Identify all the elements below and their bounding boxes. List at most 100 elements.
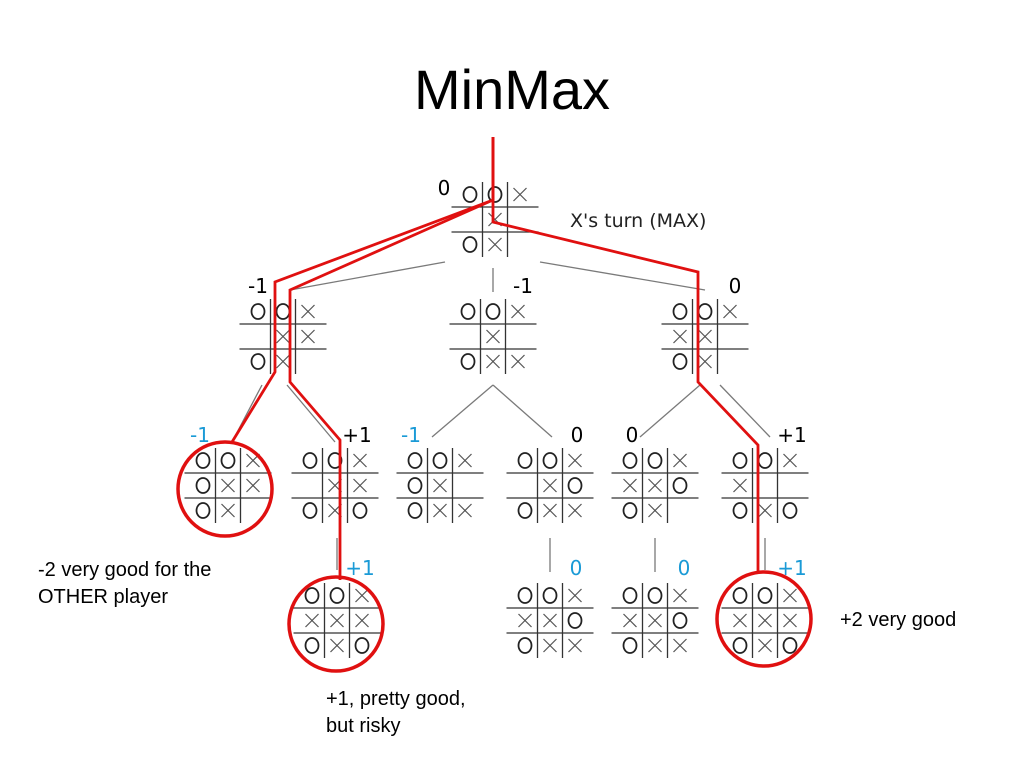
- o-mark: [250, 303, 266, 320]
- o-mark: [304, 637, 320, 654]
- o-mark: [517, 502, 533, 519]
- level3-value: 0: [678, 556, 691, 580]
- o-mark: [407, 502, 423, 519]
- o-mark: [782, 502, 798, 519]
- level3-board: [611, 583, 699, 658]
- x-mark: [511, 304, 525, 319]
- tree-edge: [286, 384, 336, 443]
- level1-value: 0: [729, 274, 742, 298]
- o-mark: [487, 186, 503, 203]
- root-value: 0: [438, 176, 451, 200]
- o-mark: [567, 477, 583, 494]
- x-mark: [623, 478, 637, 493]
- o-mark: [485, 303, 501, 320]
- o-mark: [460, 353, 476, 370]
- o-mark: [567, 612, 583, 629]
- root-board: [451, 182, 539, 257]
- x-mark: [513, 187, 527, 202]
- o-mark: [462, 186, 478, 203]
- x-mark: [543, 613, 557, 628]
- x-mark: [568, 588, 582, 603]
- x-mark: [276, 329, 290, 344]
- o-mark: [352, 502, 368, 519]
- o-mark: [647, 452, 663, 469]
- level2-value: +1: [342, 423, 371, 447]
- o-mark: [407, 477, 423, 494]
- x-mark: [488, 212, 502, 227]
- o-mark: [460, 303, 476, 320]
- o-mark: [195, 502, 211, 519]
- highlight-circle-left: [176, 440, 274, 538]
- o-mark: [542, 452, 558, 469]
- level1-board: [239, 299, 327, 374]
- level1-board: [661, 299, 749, 374]
- x-mark: [733, 478, 747, 493]
- x-mark: [723, 304, 737, 319]
- o-mark: [275, 303, 291, 320]
- level3-value: +1: [345, 556, 374, 580]
- x-mark: [543, 478, 557, 493]
- o-mark: [302, 502, 318, 519]
- highlight-circle-right: [715, 570, 813, 668]
- x-mark: [623, 613, 637, 628]
- tree-edge: [431, 384, 494, 438]
- level2-board: [611, 448, 699, 523]
- x-mark: [543, 638, 557, 653]
- level2-board: [396, 448, 484, 523]
- level2-board: [184, 448, 272, 523]
- o-mark: [622, 587, 638, 604]
- x-mark: [221, 503, 235, 518]
- o-mark: [220, 452, 236, 469]
- x-mark: [783, 588, 797, 603]
- annotation-middle: +1, pretty good, but risky: [326, 686, 466, 740]
- level1-value: -1: [513, 274, 533, 298]
- level1-value: -1: [248, 274, 268, 298]
- o-mark: [672, 612, 688, 629]
- o-mark: [195, 452, 211, 469]
- o-mark: [354, 637, 370, 654]
- x-mark: [330, 638, 344, 653]
- x-mark: [301, 329, 315, 344]
- o-mark: [647, 587, 663, 604]
- annotation-middle-line2: but risky: [326, 715, 401, 737]
- o-mark: [517, 637, 533, 654]
- x-mark: [758, 503, 772, 518]
- x-mark: [221, 478, 235, 493]
- o-mark: [672, 477, 688, 494]
- highlight-path-left: [230, 137, 495, 443]
- o-mark: [672, 303, 688, 320]
- tree-edge: [719, 384, 771, 438]
- o-mark: [732, 452, 748, 469]
- level2-value: -1: [190, 423, 210, 447]
- o-mark: [757, 452, 773, 469]
- x-mark: [698, 354, 712, 369]
- annotation-left: -2 very good for the OTHER player: [38, 557, 211, 611]
- x-mark: [568, 638, 582, 653]
- o-mark: [462, 236, 478, 253]
- x-mark: [568, 503, 582, 518]
- x-mark: [648, 638, 662, 653]
- level2-value: +1: [777, 423, 806, 447]
- x-mark: [758, 613, 772, 628]
- x-mark: [733, 613, 747, 628]
- x-mark: [673, 329, 687, 344]
- o-mark: [327, 452, 343, 469]
- o-mark: [517, 587, 533, 604]
- o-mark: [697, 303, 713, 320]
- x-mark: [330, 613, 344, 628]
- o-mark: [304, 587, 320, 604]
- tree-edge: [289, 261, 446, 291]
- x-mark: [276, 354, 290, 369]
- level2-board: [721, 448, 809, 523]
- o-mark: [672, 353, 688, 370]
- annotation-left-line1: -2 very good for the: [38, 559, 212, 581]
- x-mark: [353, 453, 367, 468]
- x-mark: [301, 304, 315, 319]
- x-mark: [353, 478, 367, 493]
- x-mark: [783, 453, 797, 468]
- level2-value: 0: [571, 423, 584, 447]
- annotation-middle-line1: +1, pretty good,: [326, 688, 466, 710]
- x-mark: [305, 613, 319, 628]
- x-mark: [648, 478, 662, 493]
- o-mark: [195, 477, 211, 494]
